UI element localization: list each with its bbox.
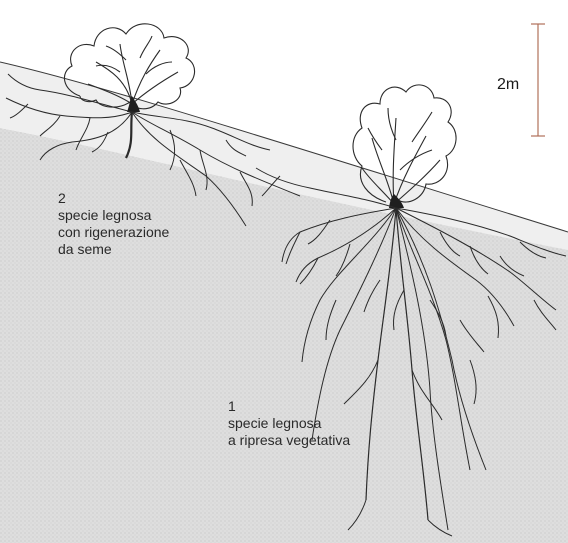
annotation-number: 2 xyxy=(58,190,169,207)
annotation-line: specie legnosa xyxy=(228,415,350,432)
scale-bar xyxy=(531,24,545,136)
annotation-line: specie legnosa xyxy=(58,207,169,224)
annotation-line: da seme xyxy=(58,241,169,258)
annotation-line: a ripresa vegetativa xyxy=(228,432,350,449)
annotation-vegetative-resprouting: 1 specie legnosa a ripresa vegetativa xyxy=(228,398,350,449)
annotation-line: con rigenerazione xyxy=(58,224,169,241)
scale-label: 2m xyxy=(497,76,519,94)
annotation-number: 1 xyxy=(228,398,350,415)
annotation-seed-regeneration: 2 specie legnosa con rigenerazione da se… xyxy=(58,190,169,258)
